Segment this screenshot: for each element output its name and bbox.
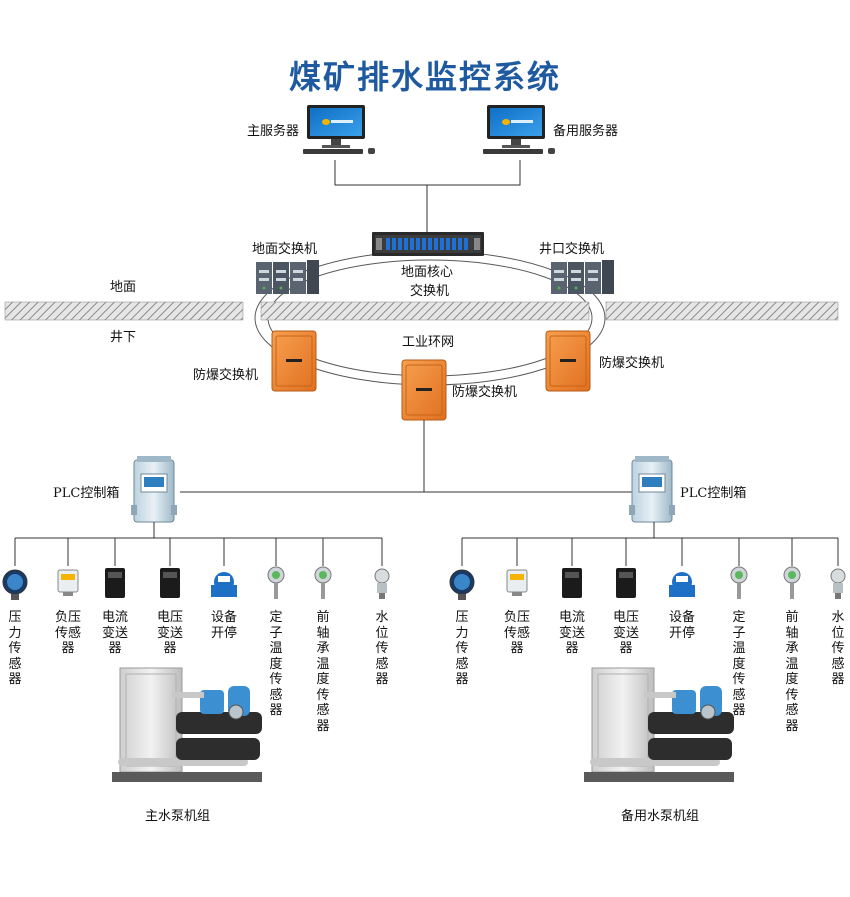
server-links [334, 160, 521, 232]
equipment-switch-sensor-icon-right [669, 572, 695, 597]
main-pump-label: 主水泵机组 [145, 809, 211, 824]
bearing-temp-sensor-icon-right [783, 566, 801, 599]
core-switch-label-line1: 地面核心 [401, 265, 454, 280]
explosion-proof-switch-center [401, 359, 447, 421]
ground-bar-middle [260, 301, 590, 321]
bearing-temp-sensor-icon-left [314, 566, 332, 599]
sensor-bus-left [14, 522, 383, 566]
sensor-label-bearing-left: 前轴承温度传感器 [316, 610, 330, 734]
sensor-label-negative-pressure-right: 负压传感器 [503, 610, 530, 656]
plc-right-label: PLC控制箱 [680, 486, 747, 501]
plc-left-label: PLC控制箱 [53, 486, 120, 501]
backup-pump-label: 备用水泵机组 [621, 809, 700, 824]
sensor-label-equipment-right: 设备开停 [668, 610, 695, 641]
voltage-transmitter-icon-right [616, 568, 636, 598]
current-transmitter-icon-left [105, 568, 125, 598]
ground-bar-left [4, 301, 244, 321]
explosion-proof-left-label: 防爆交换机 [193, 368, 259, 383]
sensor-label-pressure-right: 压力传感器 [455, 610, 469, 687]
pressure-sensor-icon-left [2, 569, 28, 600]
backup-server-label: 备用服务器 [553, 124, 619, 139]
backup-server-computer [483, 105, 555, 154]
ground-bar-right [605, 301, 839, 321]
backup-pump-unit-image [584, 667, 734, 782]
plc-links [180, 420, 632, 493]
negative-pressure-sensor-icon-right [506, 569, 528, 596]
surface-switch-device [256, 260, 319, 294]
sensor-label-stator-left: 定子温度传感器 [269, 610, 283, 718]
plc-box-left [131, 456, 177, 523]
ground-above-label: 地面 [110, 280, 137, 295]
sensor-label-pressure-left: 压力传感器 [8, 610, 22, 687]
sensor-label-stator-right: 定子温度传感器 [732, 610, 746, 718]
main-server-computer [303, 105, 375, 154]
shaft-switch-device [551, 260, 614, 294]
sensor-label-equipment-left: 设备开停 [210, 610, 237, 641]
voltage-transmitter-icon-left [160, 568, 180, 598]
stator-temp-sensor-icon-left [267, 566, 285, 599]
sensor-label-bearing-right: 前轴承温度传感器 [785, 610, 799, 734]
main-server-label: 主服务器 [247, 124, 300, 139]
core-switch-label-line2: 交换机 [410, 284, 450, 299]
sensor-label-voltage-right: 电压变送器 [612, 610, 639, 656]
negative-pressure-sensor-icon-left [57, 569, 79, 596]
current-transmitter-icon-right [562, 568, 582, 598]
explosion-proof-right-label: 防爆交换机 [599, 356, 665, 371]
sensor-label-current-left: 电流变送器 [101, 610, 128, 656]
explosion-proof-switch-right [545, 330, 591, 392]
explosion-proof-center-label: 防爆交换机 [452, 385, 518, 400]
sensor-label-negative-pressure-left: 负压传感器 [54, 610, 81, 656]
sensor-label-current-right: 电流变送器 [558, 610, 585, 656]
core-switch-device [372, 232, 484, 256]
ring-label: 工业环网 [402, 335, 455, 350]
page-title: 煤矿排水监控系统 [288, 58, 561, 96]
surface-switch-label: 地面交换机 [252, 242, 318, 257]
ground-below-label: 井下 [110, 330, 137, 345]
equipment-switch-sensor-icon-left [211, 572, 237, 597]
water-level-sensor-icon-right [830, 568, 846, 599]
shaft-switch-label: 井口交换机 [539, 242, 605, 257]
plc-box-right [629, 456, 675, 523]
main-pump-unit-image [112, 667, 262, 782]
stator-temp-sensor-icon-right [730, 566, 748, 599]
water-level-sensor-icon-left [374, 568, 390, 599]
sensor-bus-right [461, 522, 839, 566]
sensor-label-water-level-right: 水位传感器 [831, 610, 845, 687]
sensor-label-water-level-left: 水位传感器 [375, 610, 389, 687]
sensor-label-voltage-left: 电压变送器 [156, 610, 183, 656]
explosion-proof-switch-left [271, 330, 317, 392]
pressure-sensor-icon-right [449, 569, 475, 600]
